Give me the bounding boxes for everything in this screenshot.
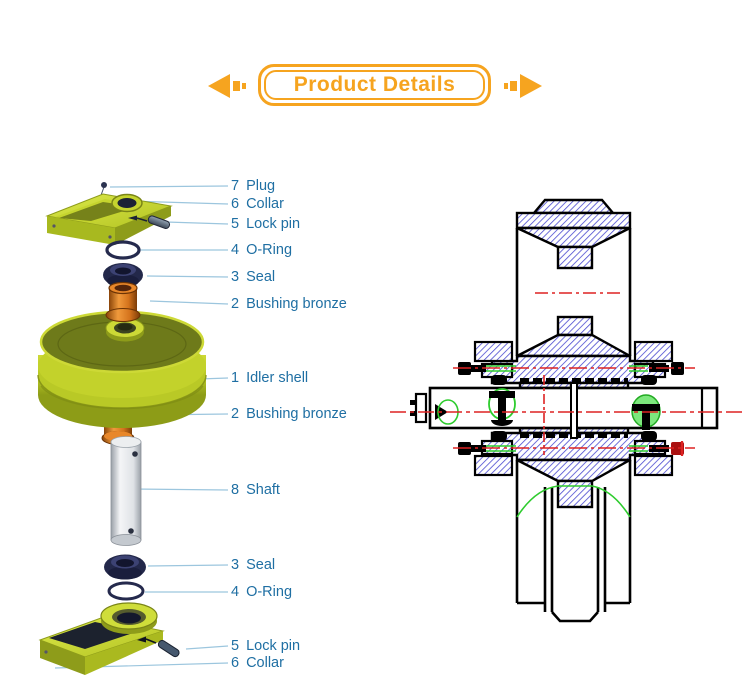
bolt-rows xyxy=(458,362,684,455)
part-seal-bottom xyxy=(104,554,146,580)
part-lock-pin-top xyxy=(128,215,171,230)
banner-title: Product Details xyxy=(293,73,456,96)
weld-arc xyxy=(516,485,631,518)
part-idler-shell xyxy=(37,310,207,428)
exploded-parts-diagram xyxy=(37,182,207,675)
seal-bands xyxy=(491,375,657,441)
banner-left-arrow-icon xyxy=(208,74,246,98)
part-lock-pin-bottom xyxy=(137,636,180,658)
wheel-section xyxy=(490,198,655,509)
lock-pin-sections xyxy=(488,388,661,430)
banner-inner-border: Product Details xyxy=(264,70,485,100)
part-bushing-top xyxy=(105,281,141,322)
part-seal-top xyxy=(103,263,143,288)
part-bushing-bottom xyxy=(101,408,135,445)
part-plug xyxy=(99,182,107,199)
part-collar-bottom xyxy=(38,602,165,675)
banner-box: Product Details xyxy=(258,64,491,106)
part-collar-top xyxy=(45,193,173,245)
part-oring-bottom xyxy=(107,581,145,601)
centerlines xyxy=(390,292,743,456)
banner-right-arrow-icon xyxy=(504,74,542,98)
part-oring-top xyxy=(105,240,141,260)
part-shaft xyxy=(110,436,142,546)
shaft-section xyxy=(410,382,719,439)
collar-blocks xyxy=(473,340,674,477)
rim-outlines xyxy=(515,228,632,623)
cross-section-drawing xyxy=(390,198,743,623)
